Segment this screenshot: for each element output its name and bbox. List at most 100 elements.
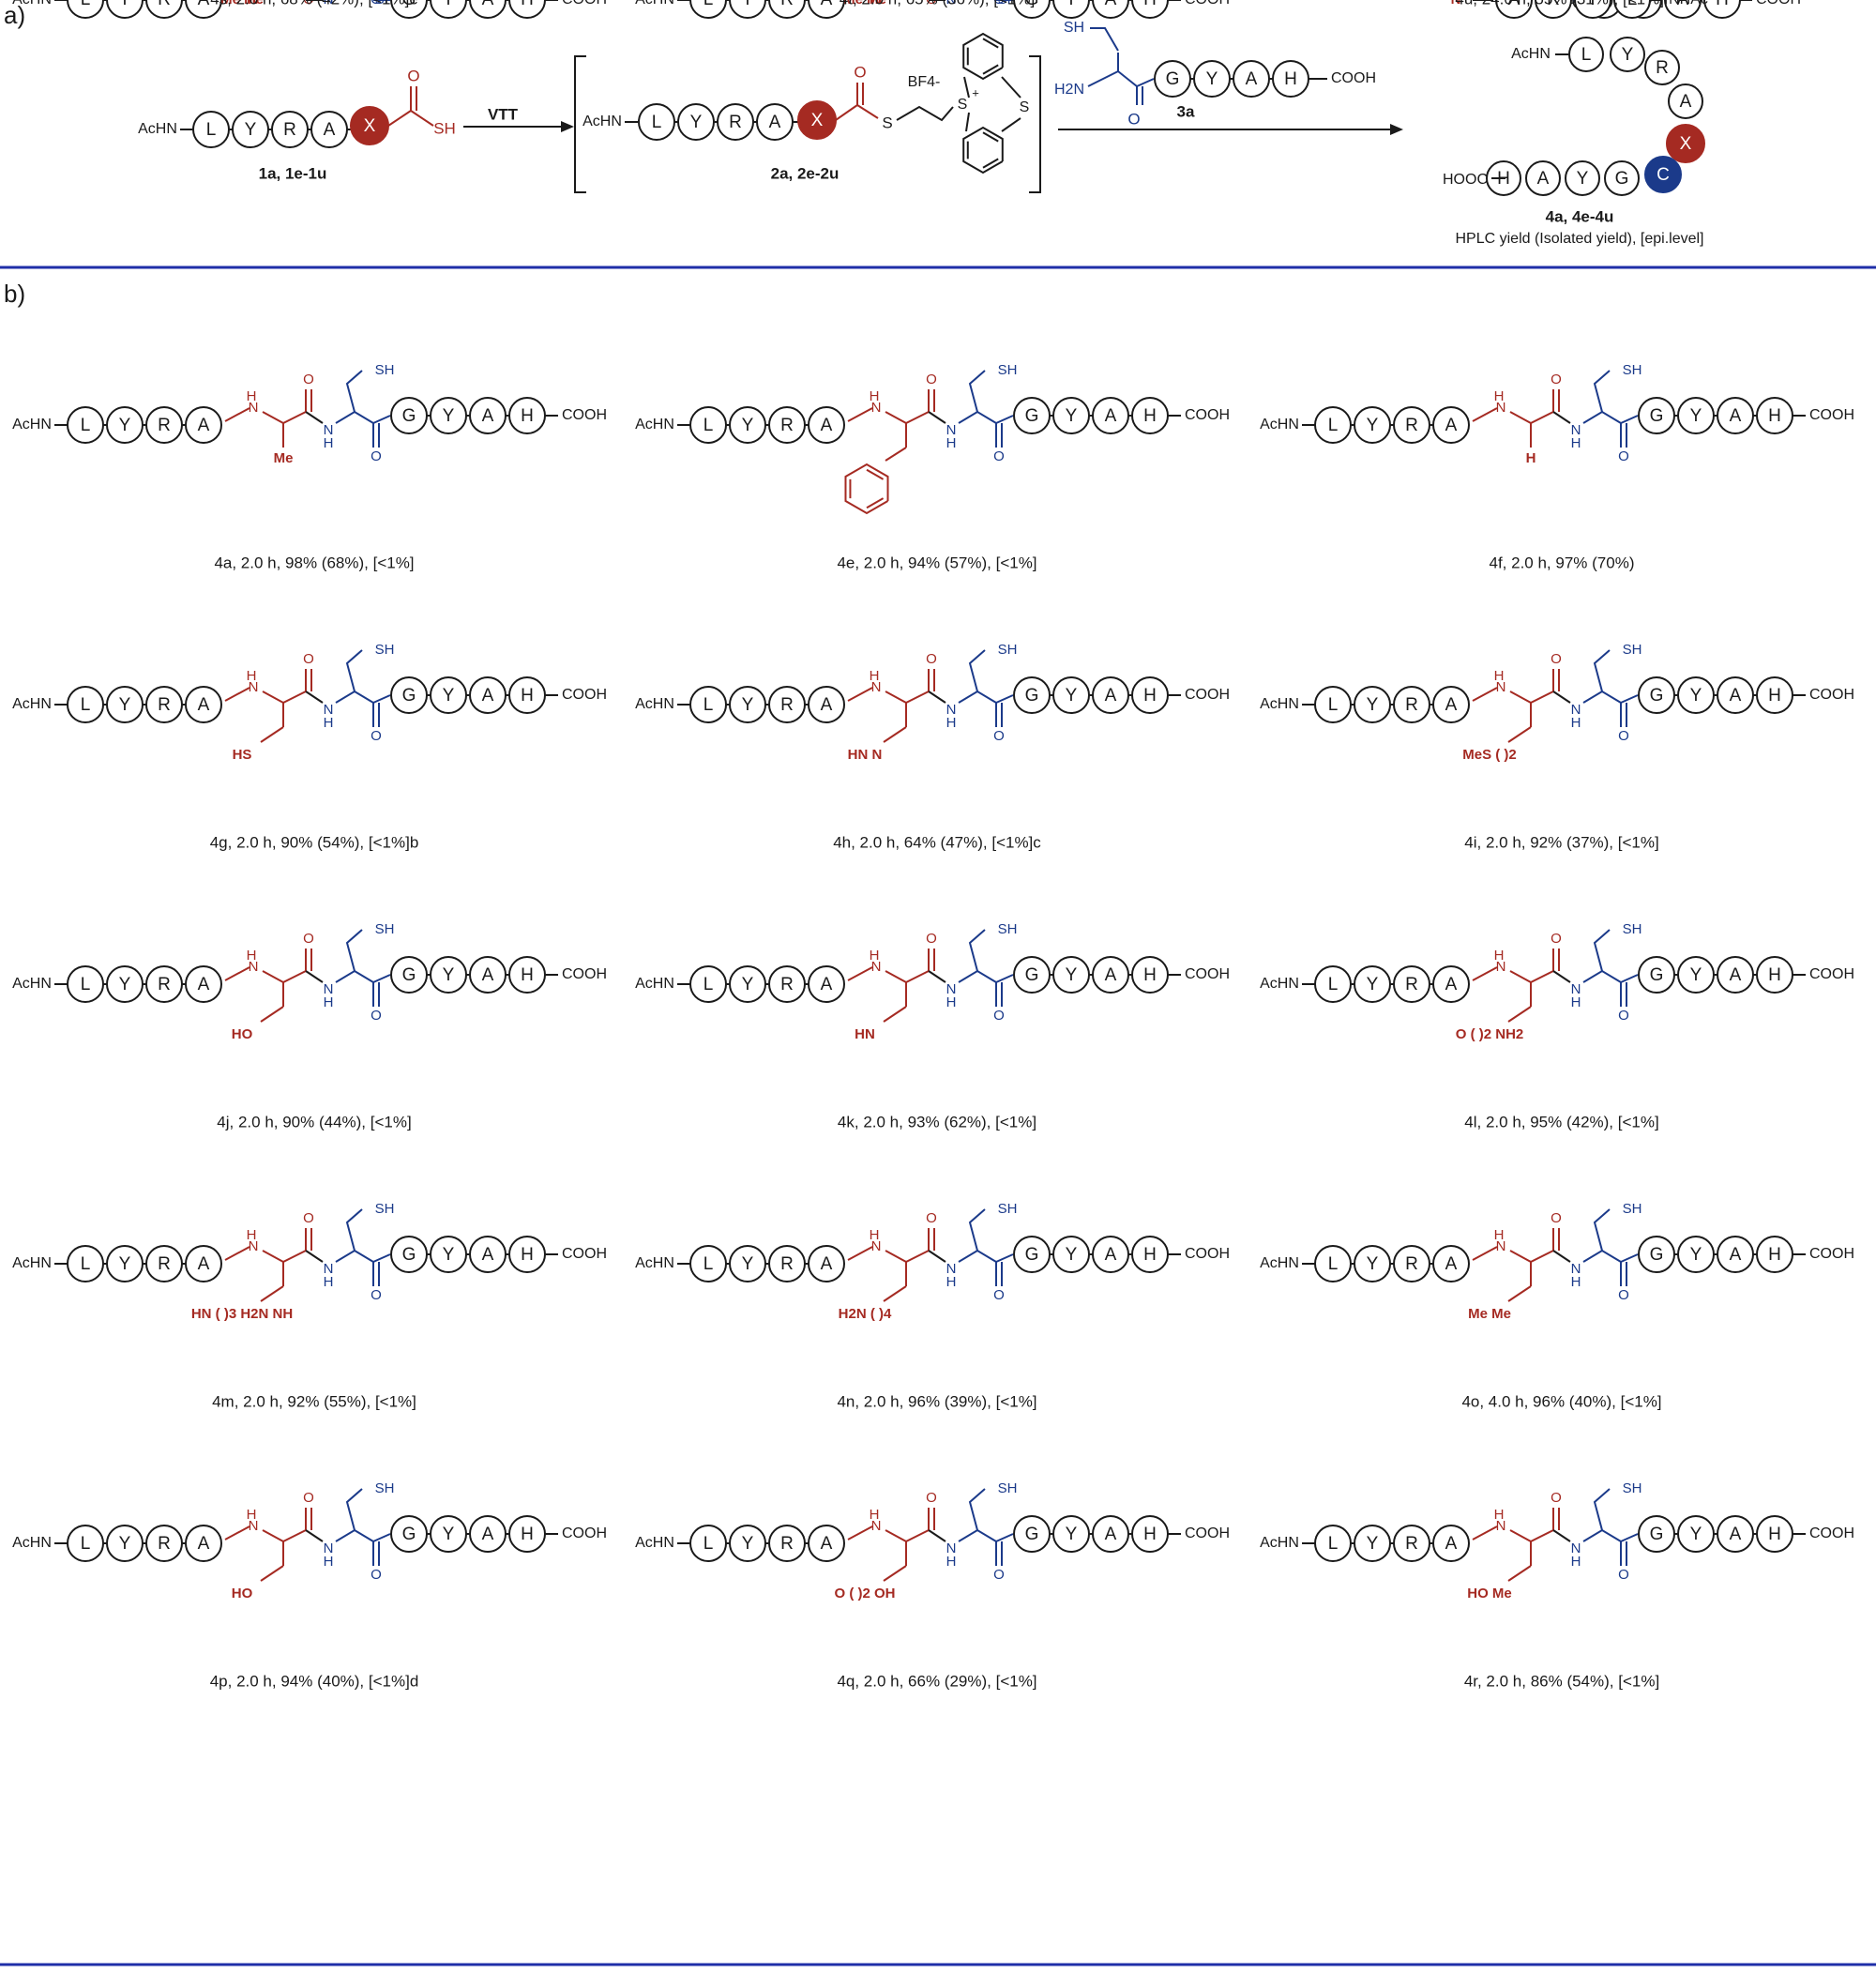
thianthrene-ring-top-bond xyxy=(982,64,999,75)
entry-right-residue-2: A xyxy=(1105,1525,1117,1544)
x-amide-h: H xyxy=(870,1227,880,1243)
entry-cooh: COOH xyxy=(562,0,607,8)
entry-left-residue-0: L xyxy=(704,416,714,435)
entry-left-residue-2: R xyxy=(1405,1254,1418,1274)
entry-achn: AcHN xyxy=(635,1535,674,1551)
x-bond-n xyxy=(1472,1246,1498,1261)
entry-achn: AcHN xyxy=(635,417,674,433)
entry-right-residue-3: H xyxy=(521,406,534,426)
cys-backbone xyxy=(958,969,997,983)
entry-left-residue-0: L xyxy=(1328,975,1339,994)
entry-left-residue-1: Y xyxy=(1367,975,1379,994)
side-chain xyxy=(883,1565,907,1582)
thianthrene-bond-4 xyxy=(1001,117,1021,132)
entry-left-residue-0: L xyxy=(81,0,91,9)
x-amide-h: H xyxy=(1494,388,1505,404)
cys-backbone xyxy=(1582,1528,1622,1542)
entry-left-residue-1: Y xyxy=(742,695,754,715)
entry-caption: 4i, 2.0 h, 92% (37%), [<1%] xyxy=(1464,833,1658,851)
side-phenyl-bond xyxy=(866,497,885,509)
x-amide-n: N xyxy=(249,679,259,695)
x-backbone xyxy=(262,411,307,425)
arrow-vtt-label: VTT xyxy=(488,105,519,123)
entry-right-residue-2: A xyxy=(1105,686,1117,706)
entry-cooh: COOH xyxy=(1809,687,1854,703)
cys-side xyxy=(345,370,363,413)
entry-left-residue-2: R xyxy=(158,1534,171,1554)
x-amide-n: N xyxy=(871,1518,882,1534)
entry-cooh: COOH xyxy=(1809,966,1854,982)
u-right-residue-2-circle xyxy=(1664,0,1702,19)
cys-o: O xyxy=(993,448,1005,464)
cys-link xyxy=(995,1533,1014,1542)
entry-left-residue-3: A xyxy=(821,416,833,435)
thianthrene-ring-bottom-bond xyxy=(982,158,999,169)
entry-left-residue-2: R xyxy=(1405,695,1418,715)
x-bond-n xyxy=(224,687,250,702)
side-chain xyxy=(260,1006,284,1023)
side-label: HO Me xyxy=(1467,1586,1512,1601)
x-bond-n xyxy=(1472,1525,1498,1540)
x-o: O xyxy=(303,1210,314,1226)
intermediate-bf4: BF4- xyxy=(908,74,941,90)
side-chain xyxy=(260,1565,284,1582)
x-backbone xyxy=(885,970,930,984)
x-c-n xyxy=(1552,411,1571,424)
x-amide-h: H xyxy=(247,668,257,684)
entry-left-residue-3: A xyxy=(198,975,210,994)
entry-left-residue-2: R xyxy=(780,1534,794,1554)
x-bond-n xyxy=(224,966,250,981)
entry-right-residue-3: H xyxy=(1768,1525,1781,1544)
entry-right-residue-2: A xyxy=(482,0,494,9)
entry-right-residue-2: A xyxy=(1730,965,1742,985)
x-o: O xyxy=(1551,931,1562,947)
cys-sh: SH xyxy=(998,921,1018,937)
side-label: HO xyxy=(232,1026,253,1042)
cys-backbone xyxy=(335,690,374,704)
entry-caption: 4l, 2.0 h, 95% (42%), [<1%] xyxy=(1464,1113,1658,1131)
x-o: O xyxy=(1551,651,1562,667)
x-bond-n xyxy=(1472,687,1498,702)
entry-right-residue-1: Y xyxy=(1066,0,1078,9)
cys-n: N xyxy=(946,0,957,8)
entry-caption: 4j, 2.0 h, 90% (44%), [<1%] xyxy=(217,1113,411,1131)
side-label: O ( )2 NH2 xyxy=(1456,1026,1524,1042)
u-bottom-residue-2: Y xyxy=(1587,0,1599,9)
x-c-n xyxy=(1552,691,1571,704)
entry-right-residue-1: Y xyxy=(443,1245,455,1265)
entry-cooh: COOH xyxy=(562,407,607,423)
x-amide-h: H xyxy=(1494,948,1505,964)
entry-right-residue-1: Y xyxy=(443,0,455,9)
entry-cooh: COOH xyxy=(562,687,607,703)
entry-right-residue-3: H xyxy=(1768,406,1781,426)
u-bottom-residue-0: A xyxy=(1508,0,1520,9)
x-bond-n xyxy=(224,407,250,422)
entry-right-residue-2: A xyxy=(482,1525,494,1544)
entry-cooh: COOH xyxy=(1185,1246,1230,1262)
cys-h: H xyxy=(946,0,957,8)
cys-o: O xyxy=(1618,448,1629,464)
cys-h: H xyxy=(946,1274,957,1290)
x-backbone xyxy=(1509,691,1554,705)
entry-left-residue-0: L xyxy=(704,975,714,994)
entry-left-residue-3-circle xyxy=(808,1245,845,1282)
entry-right-residue-3: H xyxy=(1143,0,1157,9)
entry-right-residue-2: A xyxy=(1105,965,1117,985)
thioacid-residue-1: Y xyxy=(245,120,257,140)
entry-left-residue-1: Y xyxy=(119,416,131,435)
x-backbone xyxy=(262,1250,307,1264)
entry-caption: 4p, 2.0 h, 94% (40%), [<1%]d xyxy=(210,1672,419,1690)
x-c-n xyxy=(1552,970,1571,983)
entry-achn: AcHN xyxy=(1260,1535,1299,1551)
cys-peptide-residue-0: G xyxy=(1166,69,1180,89)
cys-sh: SH xyxy=(375,1480,395,1496)
entry-left-residue-2: R xyxy=(780,1254,794,1274)
entry-left-residue-0: L xyxy=(81,695,91,715)
cys-cooh: COOH xyxy=(1331,70,1376,86)
entry-caption: 4u, 24.0 h, 55% (31%), [<1%]f xyxy=(1455,0,1669,8)
entry-caption: 4q, 2.0 h, 66% (29%), [<1%] xyxy=(837,1672,1036,1690)
entry-right-residue-0: G xyxy=(1650,1525,1664,1544)
